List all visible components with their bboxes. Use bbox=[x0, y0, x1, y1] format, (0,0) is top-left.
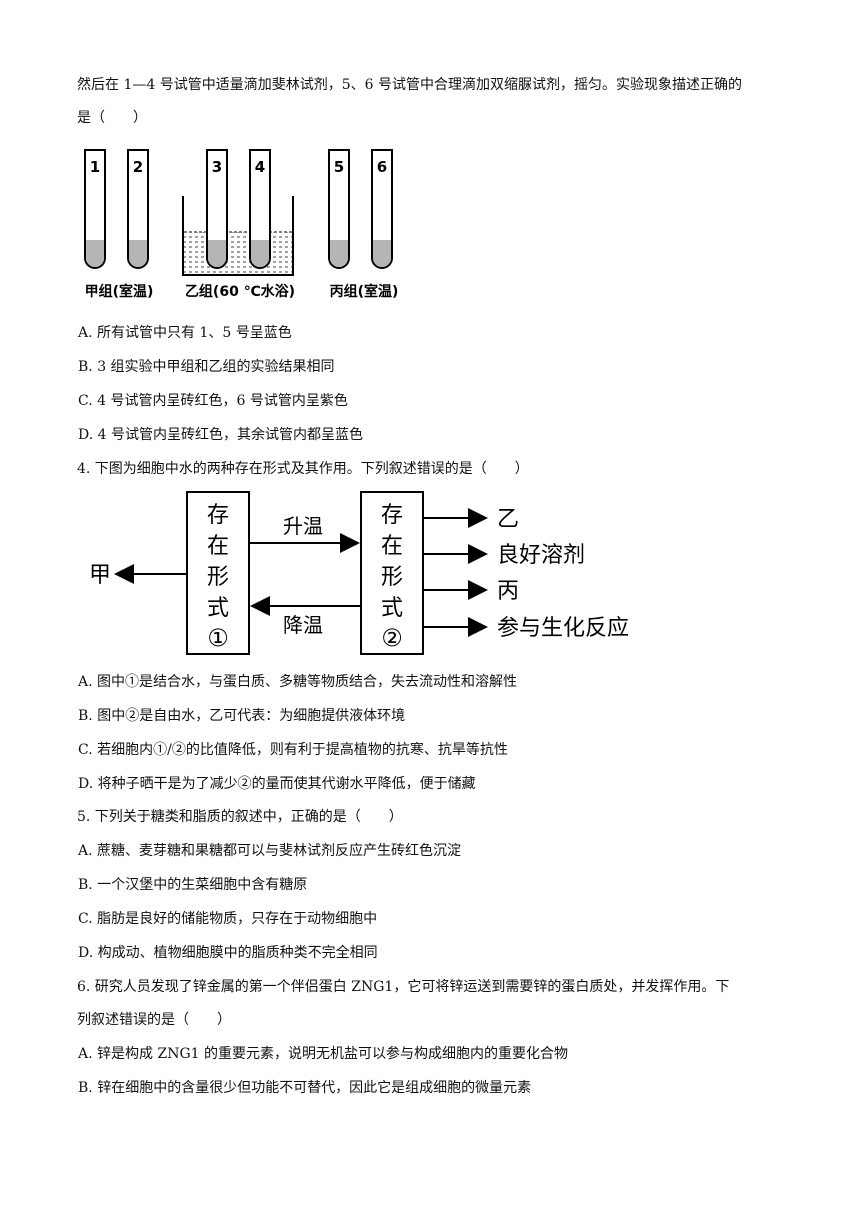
group-label: 甲组(室温) bbox=[85, 283, 154, 300]
q4-option-a: A. 图中①是结合水，与蛋白质、多糖等物质结合，失去流动性和溶解性 bbox=[78, 674, 518, 690]
q3-option-d: D. 4 号试管内呈砖红色，其余试管内都呈蓝色 bbox=[78, 427, 363, 443]
q4-option-c: C. 若细胞内①/②的比值降低，则有利于提高植物的抗寒、抗旱等抗性 bbox=[78, 742, 508, 758]
cool-down-label: 降温 bbox=[283, 613, 323, 637]
box1-char: 在 bbox=[207, 534, 229, 559]
water-forms-diagram: 存 在 形 式 ① 存 在 形 式 ② 升温 降温 甲 乙 良好溶剂 丙 参与生… bbox=[89, 491, 629, 655]
q3-option-a: A. 所有试管中只有 1、5 号呈蓝色 bbox=[78, 325, 292, 341]
tube-5 bbox=[328, 149, 350, 269]
output-label: 乙 bbox=[497, 507, 519, 532]
tube-number: 4 bbox=[255, 158, 265, 176]
tube-number: 2 bbox=[133, 158, 143, 176]
heat-up-label: 升温 bbox=[283, 514, 323, 538]
q6-option-b: B. 锌在细胞中的含量很少但功能不可替代，因此它是组成细胞的微量元素 bbox=[78, 1080, 532, 1096]
output-label: 良好溶剂 bbox=[497, 543, 585, 568]
box1-char: 形 bbox=[207, 565, 229, 590]
test-tube-figure: 1 2 3 4 5 6 甲组(室温) 乙组(60 ℃水浴) 丙组(室温) bbox=[84, 149, 399, 300]
q4-option-d: D. 将种子晒干是为了减少②的量而使其代谢水平降低，便于储藏 bbox=[78, 776, 476, 792]
box2-circled-number: ② bbox=[381, 624, 403, 652]
group-label: 丙组(室温) bbox=[330, 283, 399, 300]
box1-char: 存 bbox=[207, 503, 229, 528]
q6-option-a: A. 锌是构成 ZNG1 的重要元素，说明无机盐可以参与构成细胞内的重要化合物 bbox=[78, 1046, 568, 1062]
box2-char: 在 bbox=[381, 534, 403, 559]
tube-4 bbox=[249, 149, 271, 269]
q4-option-b: B. 图中②是自由水，乙可代表：为细胞提供液体环境 bbox=[78, 708, 406, 724]
tube-number: 1 bbox=[90, 158, 100, 176]
water-form-box-1 bbox=[186, 491, 250, 655]
q5-stem: 5. 下列关于糖类和脂质的叙述中，正确的是（ ） bbox=[77, 809, 403, 825]
tube-6 bbox=[371, 149, 393, 269]
box2-char: 形 bbox=[381, 565, 403, 590]
left-output-label: 甲 bbox=[89, 563, 111, 588]
q6-stem-line1: 6. 研究人员发现了锌金属的第一个伴侣蛋白 ZNG1，它可将锌运送到需要锌的蛋白… bbox=[77, 979, 730, 995]
tube-2 bbox=[127, 149, 149, 269]
q4-stem: 4. 下图为细胞中水的两种存在形式及其作用。下列叙述错误的是（ ） bbox=[77, 461, 529, 477]
tube-number: 5 bbox=[334, 158, 344, 176]
tube-3 bbox=[206, 149, 228, 269]
q5-option-b: B. 一个汉堡中的生菜细胞中含有糖原 bbox=[78, 877, 308, 893]
water-form-box-2 bbox=[360, 491, 424, 655]
output-label: 参与生化反应 bbox=[497, 616, 629, 641]
box2-char: 式 bbox=[381, 596, 403, 621]
tube-1 bbox=[84, 149, 106, 269]
q5-option-c: C. 脂肪是良好的储能物质，只存在于动物细胞中 bbox=[78, 911, 378, 927]
q5-option-d: D. 构成动、植物细胞膜中的脂质种类不完全相同 bbox=[78, 945, 378, 961]
q5-option-a: A. 蔗糖、麦芽糖和果糖都可以与斐林试剂反应产生砖红色沉淀 bbox=[78, 843, 462, 859]
box2-char: 存 bbox=[381, 503, 403, 528]
box1-char: 式 bbox=[207, 596, 229, 621]
box1-circled-number: ① bbox=[207, 624, 229, 652]
water-bath-water bbox=[184, 232, 292, 274]
output-label: 丙 bbox=[497, 579, 519, 604]
water-bath-container bbox=[182, 196, 294, 276]
q3-stem-line1: 然后在 1—4 号试管中适量滴加斐林试剂，5、6 号试管中合理滴加双缩脲试剂，摇… bbox=[77, 77, 742, 93]
q3-stem-line2: 是（ ） bbox=[77, 110, 147, 126]
q3-option-c: C. 4 号试管内呈砖红色，6 号试管内呈紫色 bbox=[78, 393, 348, 409]
tube-number: 3 bbox=[212, 158, 222, 176]
group-label: 乙组(60 ℃水浴) bbox=[185, 283, 295, 300]
tube-number: 6 bbox=[377, 158, 387, 176]
q3-option-b: B. 3 组实验中甲组和乙组的实验结果相同 bbox=[78, 359, 335, 375]
q6-stem-line2: 列叙述错误的是（ ） bbox=[77, 1012, 231, 1028]
